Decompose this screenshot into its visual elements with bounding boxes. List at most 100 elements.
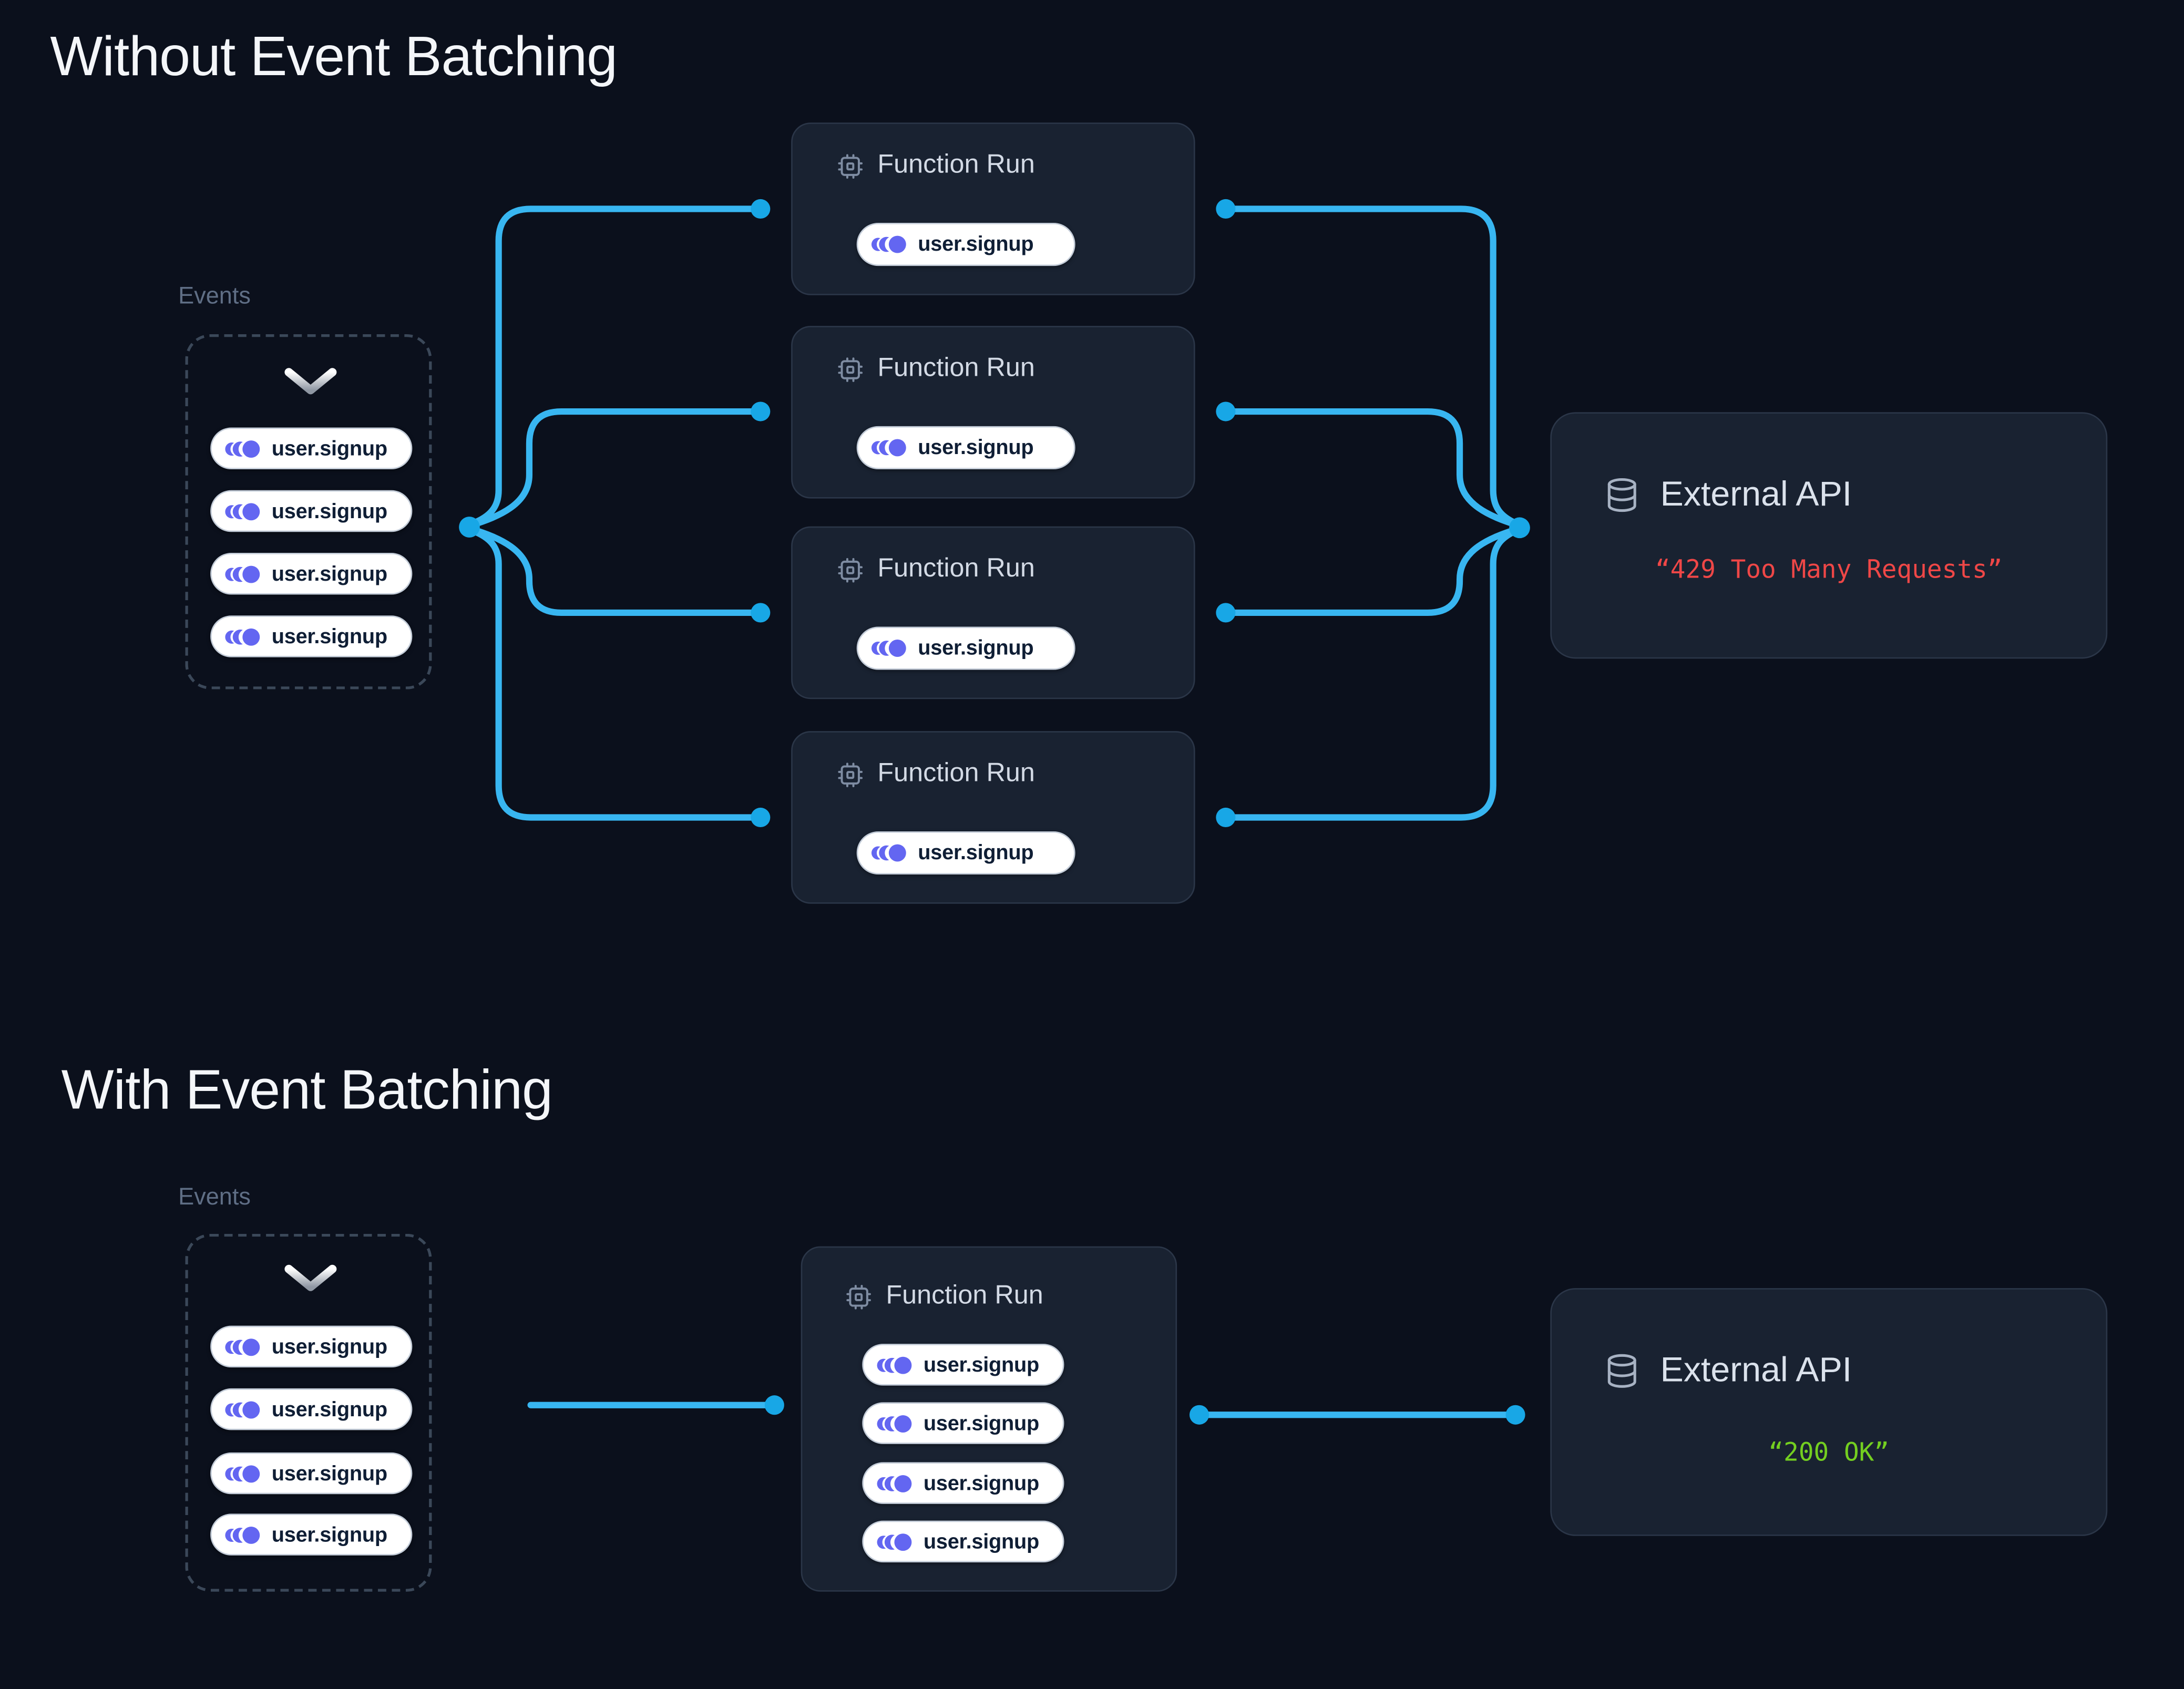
event-pill-label: user.signup (918, 232, 1034, 256)
node-dot (1216, 401, 1236, 421)
node-dot (751, 807, 771, 828)
event-pulse-icon (870, 636, 908, 660)
events-label: Events (178, 282, 251, 310)
cpu-chip-icon (836, 151, 865, 181)
chevron-down-icon (284, 366, 337, 397)
wire-fanin-3 (1222, 526, 1520, 616)
event-pulse-icon (224, 437, 262, 460)
wire-fanout-4 (469, 527, 764, 821)
event-pill-label: user.signup (271, 1522, 387, 1547)
event-pill: user.signup (210, 427, 413, 470)
event-pulse-icon (224, 1461, 262, 1485)
external-api-card: External API “200 OK” (1550, 1288, 2108, 1536)
event-pulse-icon (876, 1530, 914, 1553)
node-dot (751, 603, 771, 623)
event-pulse-icon (224, 562, 262, 585)
function-run-card: Function Run user.signup (791, 122, 1195, 295)
wire-fanout-1 (469, 205, 764, 527)
event-pulse-icon (224, 1335, 262, 1358)
event-pulse-icon (224, 1397, 262, 1421)
events-box: user.signup user.signup user.signup user… (185, 1233, 432, 1592)
event-pill-label: user.signup (271, 499, 387, 523)
section-title-with-batching: With Event Batching (61, 1059, 553, 1121)
event-pill: user.signup (210, 1325, 413, 1368)
external-api-title: External API (1660, 1351, 1852, 1390)
event-pill-label: user.signup (918, 841, 1034, 865)
event-pill-label: user.signup (923, 1411, 1040, 1435)
cpu-chip-icon (836, 760, 865, 789)
events-box: user.signup user.signup user.signup user… (185, 334, 432, 689)
function-run-card: Function Run user.signup (791, 526, 1195, 699)
function-run-card: Function Run user.signup (791, 326, 1195, 499)
wire-fanin-4 (1222, 526, 1523, 821)
event-pill: user.signup (210, 615, 413, 657)
cpu-chip-icon (836, 354, 865, 384)
event-pill-label: user.signup (923, 1353, 1040, 1377)
event-pulse-icon (876, 1412, 914, 1435)
function-run-title: Function Run (877, 759, 1035, 788)
node-dot (1189, 1405, 1209, 1425)
external-api-header: External API (1603, 475, 1852, 516)
event-pill-label: user.signup (271, 1461, 387, 1486)
event-pill: user.signup (862, 1344, 1064, 1386)
node-dot (1216, 807, 1236, 828)
function-run-title: Function Run (877, 150, 1035, 180)
event-pulse-icon (870, 233, 908, 256)
event-pill: user.signup (862, 1462, 1064, 1504)
external-api-card: External API “429 Too Many Requests” (1550, 412, 2108, 659)
event-pulse-icon (870, 436, 908, 459)
events-label: Events (178, 1183, 251, 1210)
node-dot (1505, 1405, 1525, 1425)
event-pill-label: user.signup (271, 436, 387, 460)
api-status-429: “429 Too Many Requests” (1655, 555, 2003, 585)
event-pill: user.signup (862, 1402, 1064, 1444)
event-pill-label: user.signup (918, 636, 1034, 661)
node-dot (751, 401, 771, 421)
node-dot (459, 517, 480, 538)
database-icon (1603, 1351, 1641, 1391)
event-pill: user.signup (856, 626, 1075, 670)
chevron-down-icon (284, 1263, 337, 1293)
event-pill-label: user.signup (271, 624, 387, 648)
event-pulse-icon (870, 841, 908, 865)
node-dot (1216, 199, 1236, 219)
event-pill-label: user.signup (271, 562, 387, 586)
node-dot (1509, 517, 1530, 539)
event-pill: user.signup (856, 222, 1075, 266)
api-status-200: “200 OK” (1768, 1438, 1890, 1468)
node-dot (751, 199, 771, 219)
event-pill: user.signup (210, 1513, 413, 1556)
event-pulse-icon (224, 624, 262, 648)
cpu-chip-icon (836, 555, 865, 584)
function-run-header: Function Run (836, 759, 1035, 789)
event-pill: user.signup (856, 426, 1075, 470)
event-pill-label: user.signup (923, 1471, 1040, 1495)
external-api-header: External API (1603, 1351, 1852, 1391)
node-dot (1216, 603, 1236, 623)
external-api-title: External API (1660, 475, 1852, 514)
wire-fanout-3 (469, 526, 764, 616)
event-pill-label: user.signup (271, 1397, 387, 1422)
event-pulse-icon (876, 1353, 914, 1376)
event-pill: user.signup (210, 490, 413, 532)
event-pill: user.signup (210, 552, 413, 595)
function-run-header: Function Run (836, 554, 1035, 585)
section-title-without-batching: Without Event Batching (50, 26, 618, 88)
event-pill: user.signup (856, 831, 1075, 875)
event-pill: user.signup (210, 1388, 413, 1430)
event-pill: user.signup (862, 1520, 1064, 1563)
function-run-title: Function Run (886, 1281, 1043, 1311)
event-pulse-icon (876, 1471, 914, 1495)
event-pill: user.signup (210, 1452, 413, 1495)
node-dot (764, 1395, 784, 1415)
function-run-card: Function Run user.signup (791, 731, 1195, 904)
function-run-title: Function Run (877, 554, 1035, 584)
event-pulse-icon (224, 1523, 262, 1547)
function-run-header: Function Run (836, 354, 1035, 384)
function-run-card-batched: Function Run user.signup user.signup use… (801, 1246, 1177, 1592)
event-pill-label: user.signup (271, 1334, 387, 1358)
function-run-title: Function Run (877, 354, 1035, 383)
wire-fanin-2 (1222, 408, 1520, 529)
wire-fanout-2 (469, 408, 764, 529)
